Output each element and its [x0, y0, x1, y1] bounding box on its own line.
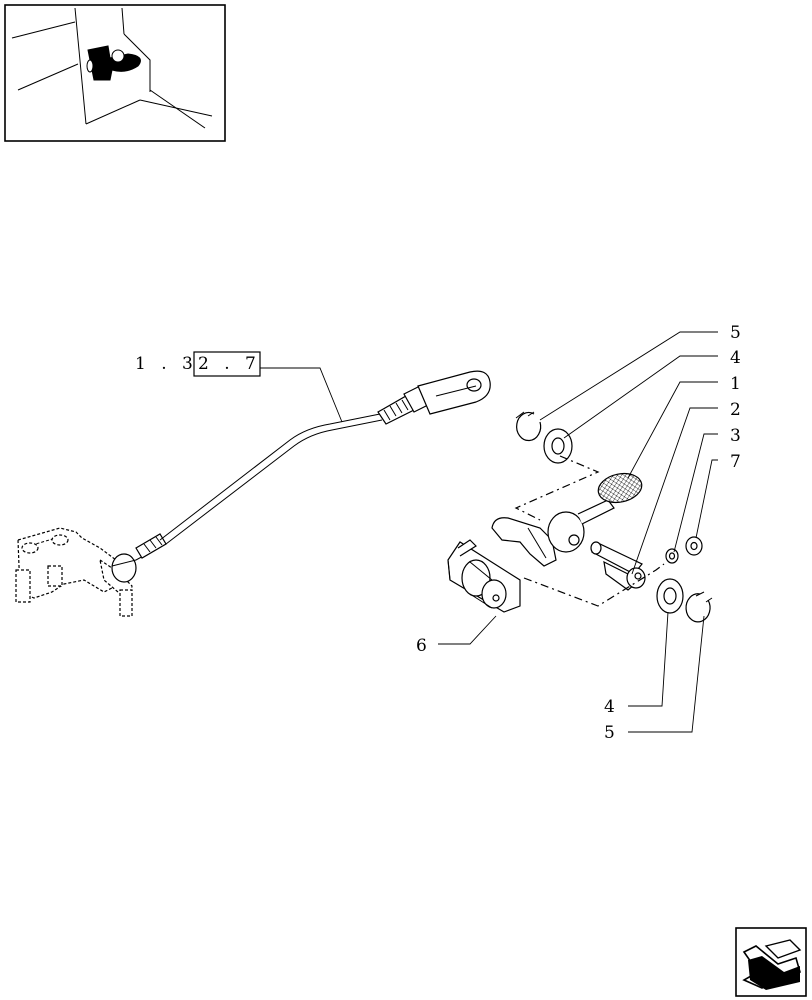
- pedal-location-thumbnail-icon: [11, 7, 213, 129]
- callout-4-bottom: 4: [604, 697, 615, 717]
- washer-top: [543, 428, 573, 464]
- circlip-top: [515, 411, 542, 442]
- next-page-button[interactable]: [735, 927, 807, 997]
- reference-box: [193, 351, 261, 377]
- callout-leaders: [438, 331, 718, 733]
- washer-bottom: [656, 578, 684, 614]
- pedal-support-bracket: [447, 539, 521, 613]
- callout-5-top: 5: [730, 323, 741, 343]
- next-page-arrow-icon: [742, 939, 802, 990]
- reference-leader: [260, 367, 343, 423]
- clutch-cable-assembly: [15, 370, 491, 617]
- callout-3: 3: [730, 426, 741, 446]
- location-thumbnail: [4, 4, 226, 142]
- callout-7: 7: [730, 452, 741, 472]
- reference-boxed: 2 . 7: [198, 354, 261, 374]
- callout-6: 6: [416, 636, 427, 656]
- circlip-bottom: [685, 591, 713, 623]
- clutch-pedal-lever: [491, 472, 643, 567]
- callout-2: 2: [730, 400, 741, 420]
- callout-4-top: 4: [730, 348, 741, 368]
- reference-prefix: 1 . 3: [135, 354, 198, 374]
- pedal-pivot-pin: [590, 541, 646, 591]
- callout-5-bottom: 5: [604, 723, 615, 743]
- assembly-centerlines: [514, 455, 665, 607]
- callout-1: 1: [730, 374, 741, 394]
